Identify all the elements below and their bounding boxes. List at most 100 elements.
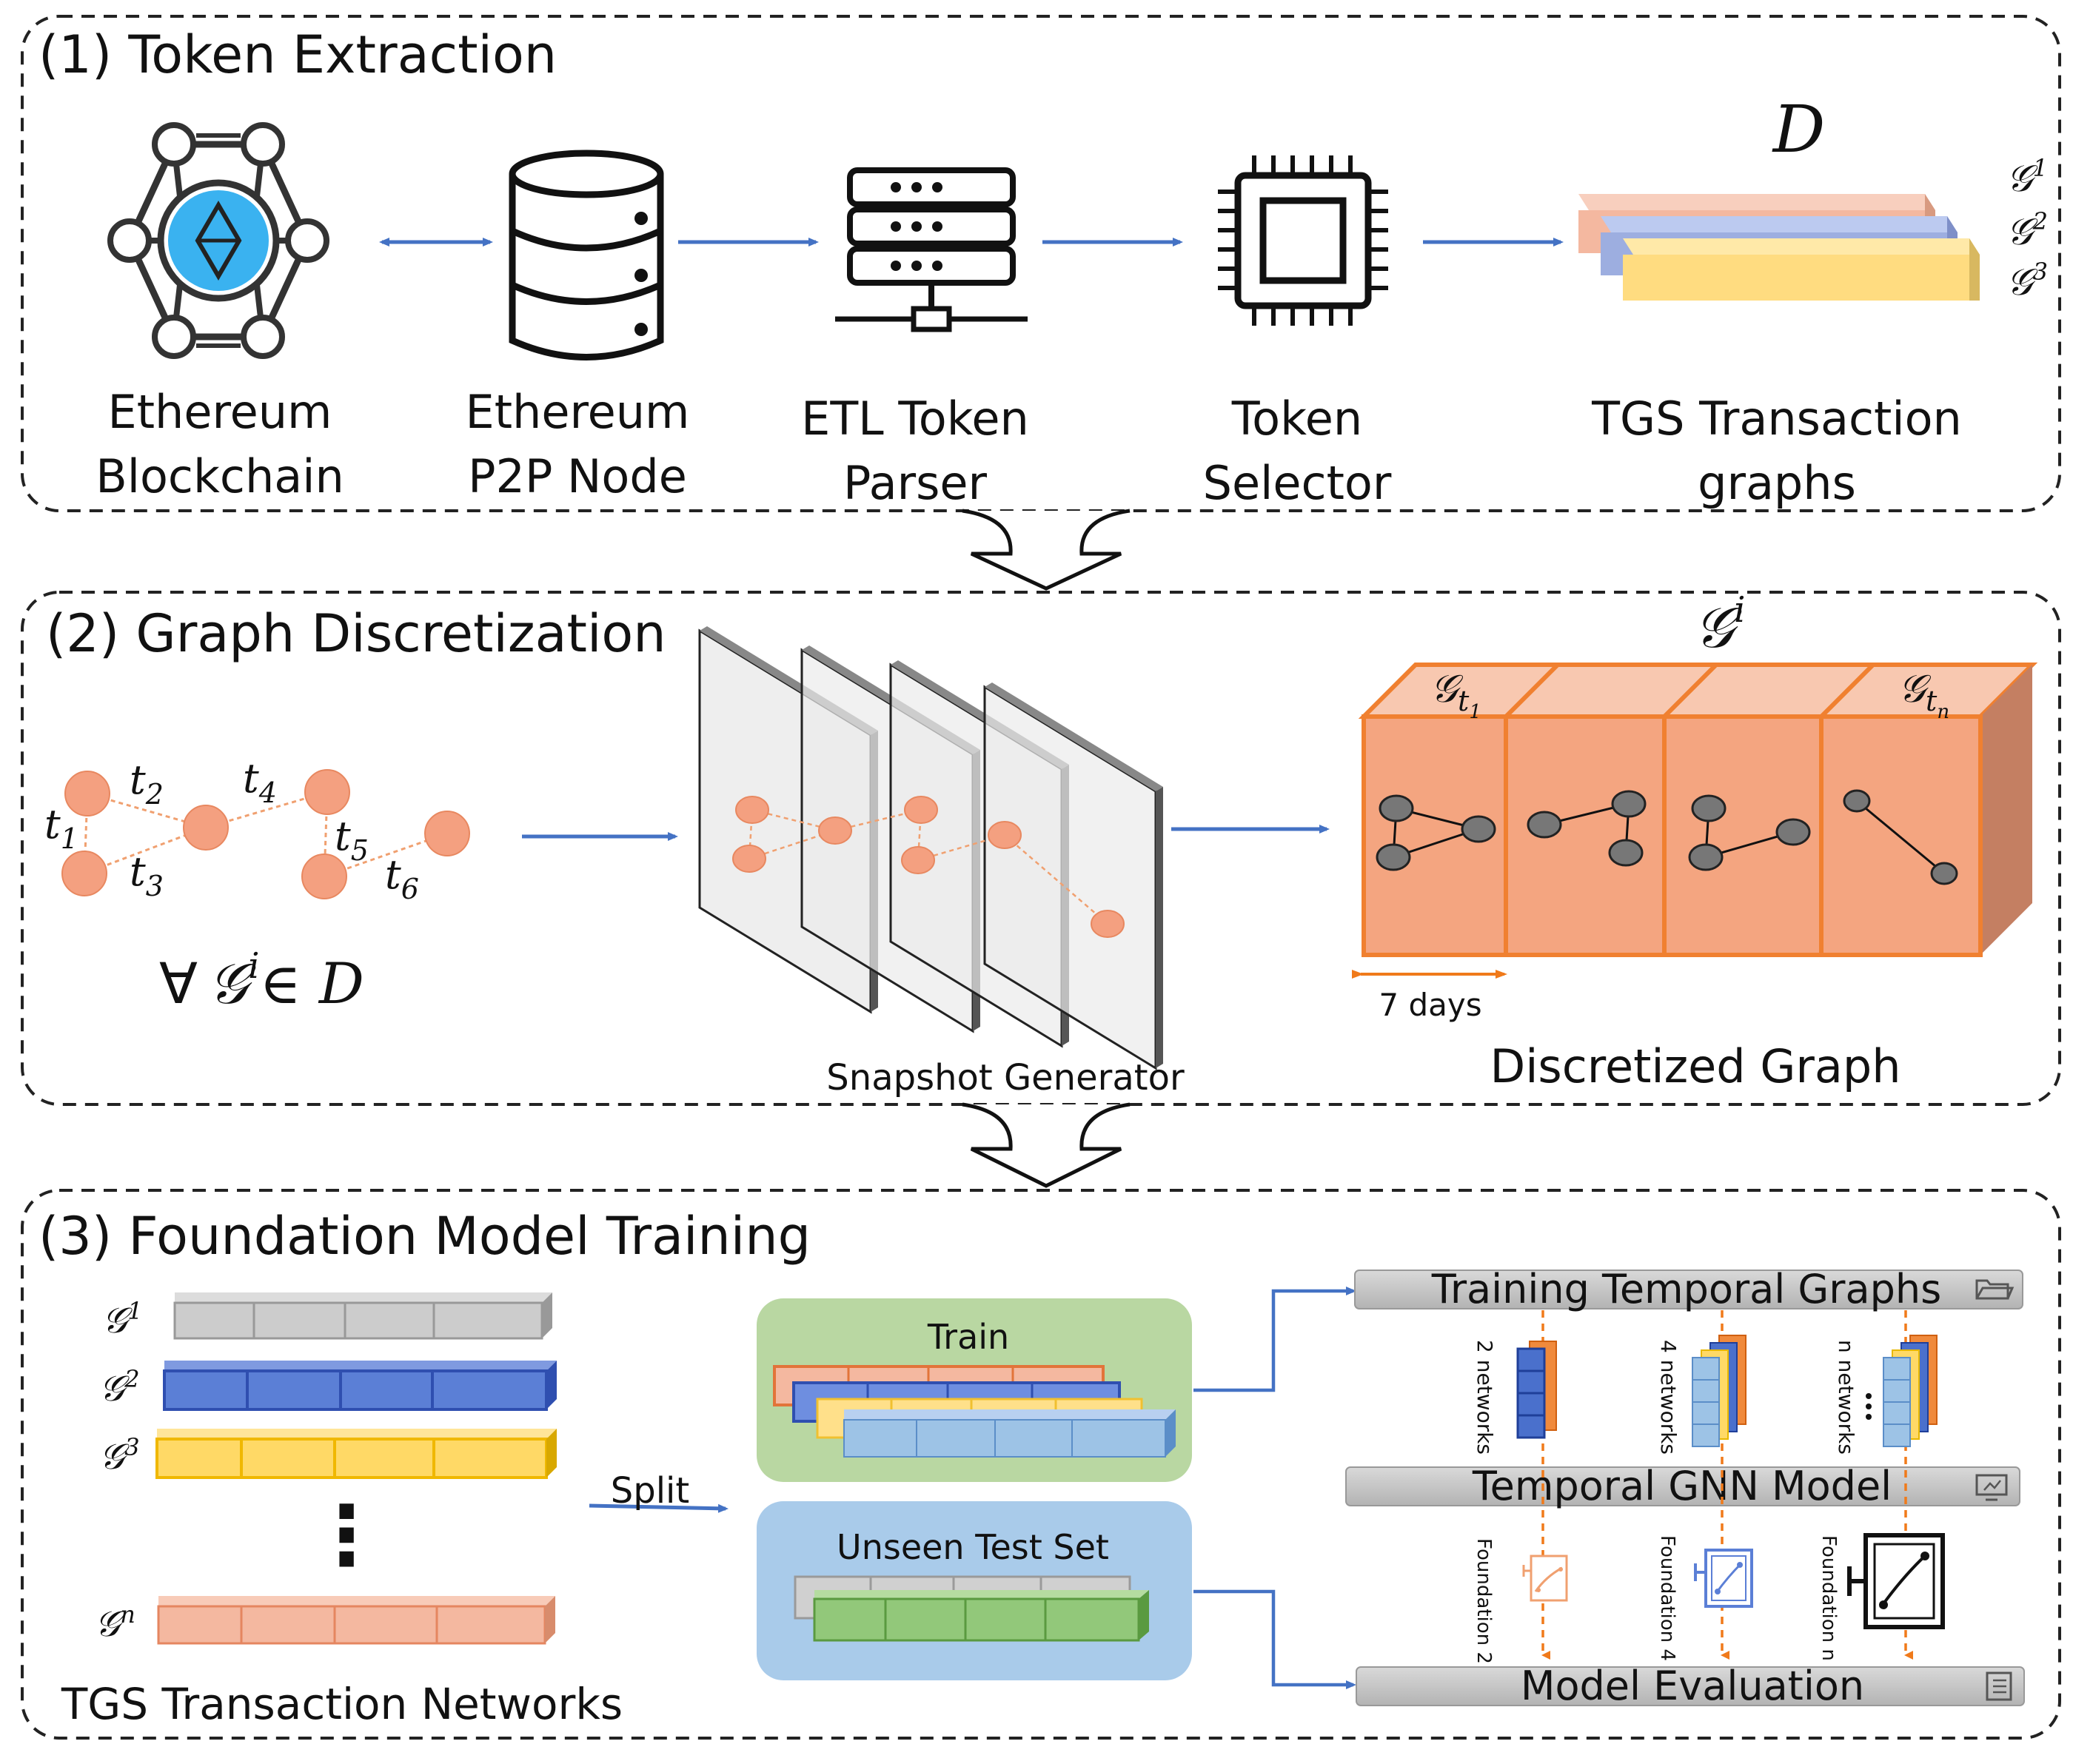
formula-forall: ∀𝒢i∈ D — [159, 945, 364, 1016]
stack-labels: 𝒢1 𝒢2 𝒢3 — [2006, 154, 2048, 303]
stack-layer-3 — [1623, 238, 1980, 301]
section-2-title: (2) Graph Discretization — [46, 603, 666, 664]
temporal-graph: t1 t2 t3 t4 t5 t6 ∀𝒢i∈ D — [44, 755, 470, 1016]
edge-label-t1: t1 — [44, 801, 78, 855]
graph-node — [304, 769, 350, 815]
edge-label-t3: t3 — [130, 848, 164, 902]
label-selector-1: Token — [1231, 392, 1362, 446]
label-foundation-4: Foundation 4 — [1656, 1535, 1678, 1661]
row-label-3: 𝒢3 — [99, 1433, 140, 1478]
section-1-border — [21, 15, 2061, 512]
network-row-1: 𝒢1 — [102, 1292, 552, 1341]
arrow-test-to-eval — [1193, 1589, 1356, 1689]
label-node-1: Ethereum — [466, 385, 690, 439]
networks-stack-n — [1866, 1335, 1938, 1447]
section-foundation-training: (3) Foundation Model Training 𝒢1 𝒢2 — [21, 1189, 2061, 1740]
network-rows: 𝒢1 𝒢2 𝒢3 ⋮ 𝒢n — [61, 1292, 623, 1729]
section-graph-discretization: (2) Graph Discretization t1 t2 — [21, 589, 2061, 1106]
edge-label-t5: t5 — [335, 813, 369, 867]
snapshot-generator-planes: Snapshot Generator — [698, 626, 1185, 1099]
section-3-border — [21, 1189, 2061, 1740]
window-label: 7 days — [1379, 987, 1481, 1023]
train-label: Train — [927, 1317, 1009, 1357]
network-row-n: 𝒢n — [95, 1596, 555, 1645]
snapshot-plane-4 — [983, 683, 1163, 1070]
edge-label-t6: t6 — [385, 851, 419, 905]
section-1-title: (1) Token Extraction — [38, 24, 557, 85]
label-n-networks: n networks — [1834, 1340, 1858, 1455]
training-temporal-graphs-bar: Training Temporal Graphs — [1354, 1266, 2023, 1312]
label-foundation-n: Foundation n — [1818, 1535, 1840, 1661]
label-blockchain-2: Blockchain — [96, 449, 344, 503]
graph-node — [183, 805, 229, 851]
edge-label-t4: t4 — [243, 755, 277, 809]
dataset-symbol: D — [1772, 91, 1826, 167]
graph-node — [301, 854, 347, 899]
stack-label-1: 𝒢1 — [2006, 154, 2048, 200]
test-panel: Unseen Test Set — [757, 1501, 1192, 1680]
snapshot-node — [732, 845, 766, 873]
label-selector-2: Selector — [1203, 456, 1392, 510]
stacked-graphs-icon — [1578, 194, 1980, 301]
section-token-extraction: (1) Token Extraction — [21, 15, 2061, 512]
network-row-2: 𝒢2 — [99, 1361, 557, 1411]
label-parser-2: Parser — [843, 456, 988, 510]
snapshot-node — [735, 796, 769, 824]
foundation-model-4-icon — [1694, 1549, 1753, 1608]
graph-node — [424, 811, 470, 856]
label-graphs-1: TGS Transaction — [1591, 392, 1962, 446]
networks-stack-2 — [1516, 1341, 1557, 1439]
row-label-n: 𝒢n — [95, 1600, 135, 1645]
stack-label-2: 𝒢2 — [2006, 207, 2048, 253]
foundation-labels: Foundation 2 Foundation 4 Foundation n — [1473, 1535, 1840, 1664]
test-label: Unseen Test Set — [837, 1527, 1109, 1567]
snapshot-node — [901, 846, 935, 874]
split-label: Split — [611, 1470, 689, 1512]
bar-label-eval: Model Evaluation — [1521, 1663, 1864, 1709]
server-rack-icon — [835, 167, 1028, 332]
label-4-networks: 4 networks — [1656, 1340, 1681, 1455]
snapshot-node — [818, 816, 852, 845]
extraction-labels: Ethereum Blockchain Ethereum P2P Node ET… — [96, 385, 1962, 510]
model-evaluation-bar: Model Evaluation — [1356, 1663, 2025, 1709]
monitor-icon — [1975, 1474, 2008, 1501]
down-arrow-1 — [962, 509, 1131, 591]
snapshot-generator-label: Snapshot Generator — [826, 1057, 1185, 1099]
section-3-title: (3) Foundation Model Training — [38, 1206, 811, 1267]
network-count-labels: 2 networks 4 networks n networks — [1473, 1340, 1858, 1455]
cube-title: 𝒢i — [1694, 589, 1745, 660]
networks-stack-4 — [1692, 1335, 1747, 1447]
bar-label-training: Training Temporal Graphs — [1431, 1266, 1941, 1312]
test-stack — [794, 1575, 1149, 1642]
temporal-gnn-model-bar: Temporal GNN Model — [1345, 1463, 2020, 1509]
train-panel: Train — [757, 1298, 1192, 1482]
network-row-3: 𝒢3 — [99, 1429, 557, 1479]
networks-caption: TGS Transaction Networks — [61, 1679, 623, 1729]
ellipsis-dots: ⋮ — [306, 1488, 387, 1583]
database-icon — [509, 150, 664, 360]
snapshot-node — [988, 821, 1022, 849]
arrow-train-to-graphs — [1193, 1287, 1356, 1392]
label-foundation-2: Foundation 2 — [1473, 1538, 1495, 1664]
down-arrow-2 — [962, 1102, 1131, 1188]
graph-node — [64, 771, 110, 816]
label-graphs-2: graphs — [1698, 456, 1856, 510]
train-stack — [773, 1365, 1176, 1458]
label-2-networks: 2 networks — [1473, 1340, 1497, 1455]
row-label-1: 𝒢1 — [102, 1297, 143, 1341]
graph-node — [61, 851, 107, 896]
snapshot-node — [1091, 910, 1125, 938]
checklist-icon — [1986, 1671, 2012, 1701]
stack-label-3: 𝒢3 — [2006, 258, 2048, 303]
cube-label-last: 𝒢tn — [1898, 667, 1949, 723]
foundation-model-n-icon — [1847, 1533, 1945, 1629]
label-blockchain-1: Ethereum — [108, 385, 332, 439]
split-arrow — [589, 1503, 729, 1513]
folder-icon — [1975, 1279, 2015, 1300]
label-parser-1: ETL Token — [801, 392, 1029, 446]
row-label-2: 𝒢2 — [99, 1365, 140, 1409]
snapshot-node — [904, 796, 938, 824]
foundation-model-2-icon — [1522, 1555, 1568, 1602]
